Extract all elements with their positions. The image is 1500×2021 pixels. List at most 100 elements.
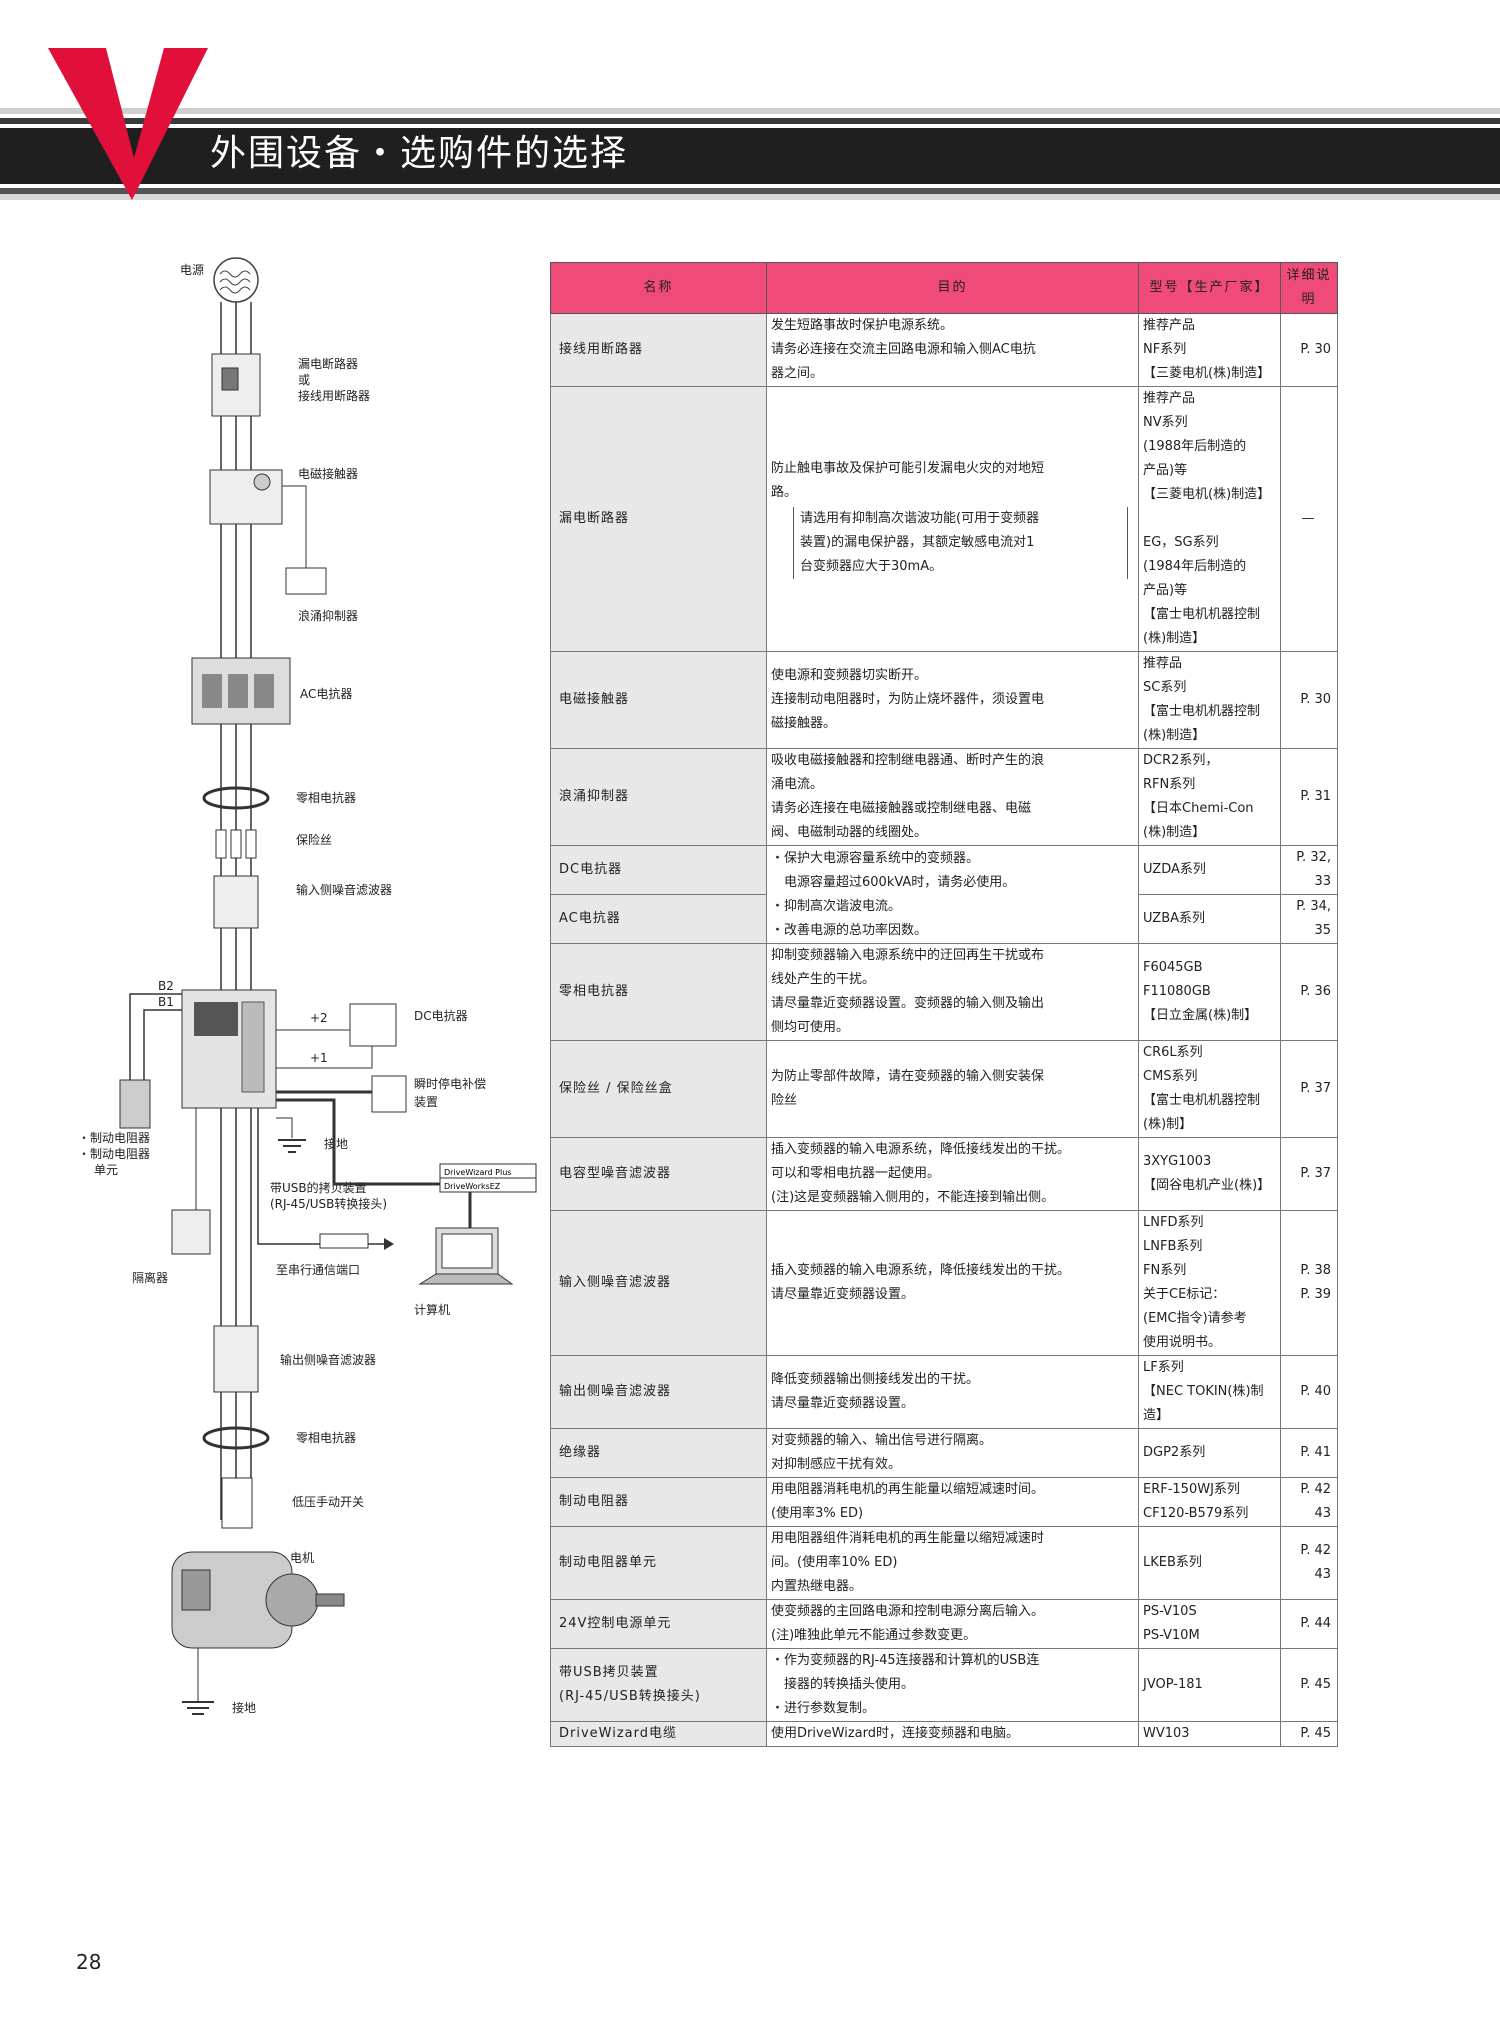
th-detail: 详细说明 [1280, 262, 1338, 314]
cell-model: UZBA系列 [1138, 894, 1281, 944]
cell-line: 43 [1314, 1506, 1331, 1521]
cell-line: (RJ-45/USB转换接头) [559, 1689, 701, 1704]
cell-line: 涌电流。 [771, 777, 824, 792]
cell-line: 对变频器的输入、输出信号进行隔离。 [771, 1433, 993, 1448]
cell-purpose: 为防止零部件故障，请在变频器的输入侧安装保险丝 [766, 1040, 1139, 1138]
cell-name: 绝缘器 [550, 1428, 767, 1478]
breaker-icon [211, 353, 261, 417]
label-motor: 电机 [290, 1551, 314, 1565]
th-purpose: 目的 [766, 262, 1139, 314]
cell-page: — [1280, 386, 1338, 652]
cell-line: 降低变频器输出侧接线发出的干扰。 [771, 1372, 980, 1387]
cell-line: 【富士电机机器控制 [1143, 607, 1261, 622]
power-source-icon [213, 257, 259, 303]
cell-name: 零相电抗器 [550, 943, 767, 1041]
cell-line: RFN系列 [1143, 777, 1196, 792]
header-band [0, 108, 1500, 200]
cell-name: 制动电阻器 [550, 1477, 767, 1527]
cell-line: (株)制造】 [1143, 728, 1206, 743]
cell-line: SC系列 [1143, 680, 1187, 695]
label-output-filter: 输出侧噪音滤波器 [280, 1352, 376, 1367]
cell-page: P. 30 [1280, 651, 1338, 749]
cell-line: UZBA系列 [1143, 911, 1206, 926]
cell-line: (使用率3% ED) [771, 1506, 864, 1521]
table-row: 接线用断路器发生短路事故时保护电源系统。请务必连接在交流主回路电源和输入侧AC电… [550, 313, 1338, 387]
table-row: 24V控制电源单元使变频器的主回路电源和控制电源分离后输入。(注)唯独此单元不能… [550, 1599, 1338, 1649]
chapter-letter-v: V [48, 48, 208, 200]
cell-name: 电容型噪音滤波器 [550, 1137, 767, 1211]
label-serial: 至串行通信端口 [276, 1263, 360, 1277]
isolator-icon [171, 1209, 211, 1255]
cell-line: 【日立金属(株)制】 [1143, 1008, 1258, 1023]
cell-line: 请尽量靠近变频器设置。变频器的输入侧及输出 [771, 996, 1045, 1011]
table-row: 浪涌抑制器吸收电磁接触器和控制继电器通、断时产生的浪涌电流。请务必连接在电磁接触… [550, 748, 1338, 846]
cell-line: CMS系列 [1143, 1069, 1198, 1084]
cell-line: 【三菱电机(株)制造】 [1143, 366, 1271, 381]
cell-page: P. 42 43 [1280, 1477, 1338, 1527]
cell-model: 3XYG1003 【岡谷电机产业(株)】 [1138, 1137, 1281, 1211]
cell-line: 使变频器的主回路电源和控制电源分离后输入。 [771, 1604, 1045, 1619]
cell-line: (注)唯独此单元不能通过参数变更。 [771, 1628, 977, 1643]
cell-model: LF系列【NEC TOKIN(株)制造】 [1138, 1355, 1281, 1429]
label-zero-reactor-out: 零相电抗器 [296, 1430, 356, 1445]
cell-line: P. 39 [1300, 1287, 1331, 1302]
cell-line: 发生短路事故时保护电源系统。 [771, 318, 954, 333]
label-momentary-1: 瞬时停电补偿 [414, 1076, 486, 1091]
cell-page: P. 45 [1280, 1721, 1338, 1747]
cell-line: ・保护大电源容量系统中的变频器。 [771, 850, 980, 866]
label-fuse: 保险丝 [296, 832, 332, 847]
cell-purpose: 使用DriveWizard时，连接变频器和电脑。 [766, 1721, 1139, 1747]
cell-purpose: 使电源和变频器切实断开。连接制动电阻器时，为防止烧坏器件，须设置电磁接触器。 [766, 651, 1139, 749]
cell-purpose: ・保护大电源容量系统中的变频器。 电源容量超过600kVA时，请务必使用。・抑制… [766, 845, 1139, 944]
table-row: 制动电阻器用电阻器消耗电机的再生能量以缩短减速时间。(使用率3% ED)ERF-… [550, 1477, 1338, 1527]
momentary-power-loss-icon [371, 1075, 407, 1113]
cell-model: LKEB系列 [1138, 1526, 1281, 1600]
cell-line: 路。 [771, 485, 798, 500]
cell-model: WV103 [1138, 1721, 1281, 1747]
cell-line: 器之间。 [771, 366, 824, 381]
label-brake-3: 单元 [94, 1163, 118, 1177]
cell-line: (1984年后制造的 [1143, 559, 1247, 574]
cell-line: 可以和零相电抗器一起使用。 [771, 1166, 941, 1181]
cell-line: 【岡谷电机产业(株)】 [1143, 1178, 1271, 1193]
cell-line: (1988年后制造的 [1143, 439, 1247, 454]
cell-line: 3XYG1003 [1143, 1154, 1212, 1169]
th-model: 型号【生产厂家】 [1138, 262, 1281, 314]
cell-line: P. 42 [1300, 1543, 1331, 1558]
cell-line: PS-V10S [1143, 1604, 1197, 1619]
cell-line: 使用说明书。 [1143, 1335, 1222, 1350]
cell-line: (注)这是变频器输入侧用的，不能连接到输出侧。 [771, 1190, 1055, 1205]
braking-resistor-icon [119, 1079, 151, 1129]
wiring-diagram: 电源 漏电断路器 或 接线用断路器 电磁接触器 浪涌抑制器 AC电抗器 零相电抗… [78, 257, 537, 1715]
cell-model: DCR2系列，RFN系列【日本Chemi-Con(株)制造】 [1138, 748, 1281, 846]
cell-page: P. 31 [1280, 748, 1338, 846]
page-title: 外围设备・选购件的选择 [210, 133, 629, 174]
label-momentary-2: 装置 [414, 1095, 438, 1109]
label-mccb-3: 接线用断路器 [298, 388, 370, 403]
table-row: DriveWizard电缆使用DriveWizard时，连接变频器和电脑。WV1… [550, 1721, 1338, 1747]
cell-line: 阀、电磁制动器的线圈处。 [771, 825, 928, 840]
options-table: 名称 目的 型号【生产厂家】 详细说明 接线用断路器发生短路事故时保护电源系统。… [550, 262, 1338, 1747]
cell-line: P. 42 [1300, 1482, 1331, 1497]
cell-name: DriveWizard电缆 [550, 1721, 767, 1747]
cell-line: 侧均可使用。 [771, 1020, 850, 1035]
cell-name: 接线用断路器 [550, 313, 767, 387]
cell-model: UZDA系列 [1138, 845, 1281, 895]
cell-name: 浪涌抑制器 [550, 748, 767, 846]
cell-line: 带USB拷贝装置 [559, 1665, 659, 1680]
cell-line: 电源容量超过600kVA时，请务必使用。 [771, 874, 1016, 890]
cell-purpose: 使变频器的主回路电源和控制电源分离后输入。 (注)唯独此单元不能通过参数变更。 [766, 1599, 1139, 1649]
table-row: 带USB拷贝装置(RJ-45/USB转换接头)・作为变频器的RJ-45连接器和计… [550, 1648, 1338, 1722]
cell-line: 产品)等 [1143, 583, 1188, 598]
cell-line: 磁接触器。 [771, 716, 837, 731]
low-voltage-switch-icon [221, 1477, 253, 1529]
cell-line: LNFB系列 [1143, 1239, 1203, 1254]
